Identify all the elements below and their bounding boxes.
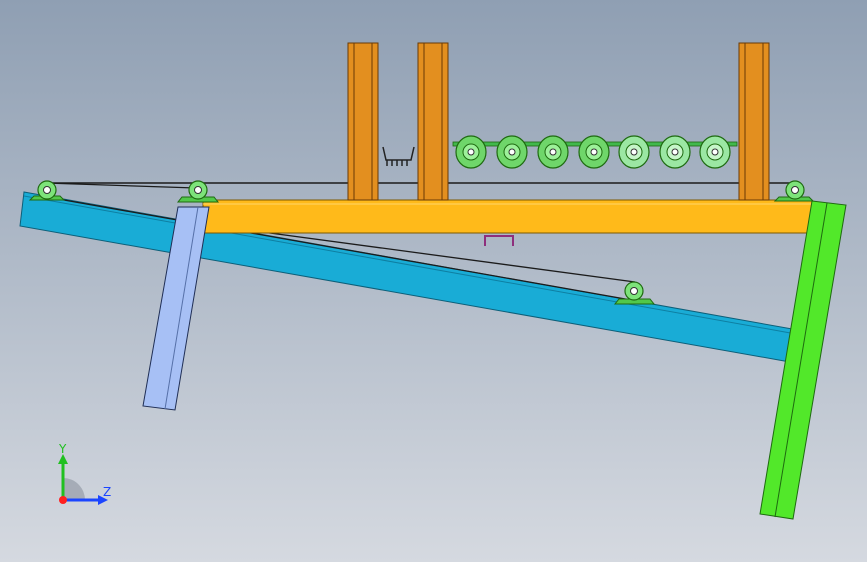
pulley-right-beam[interactable] <box>773 180 815 202</box>
roller-7[interactable] <box>699 135 731 169</box>
horizontal-yellow-beam[interactable] <box>202 199 813 234</box>
lavender-leg-edge <box>164 206 199 410</box>
roller-row[interactable] <box>455 135 731 169</box>
purple-clip[interactable] <box>484 235 514 246</box>
orange-post-3[interactable] <box>738 42 770 201</box>
triad-graphic: Y Z <box>58 442 111 505</box>
orange-post-1[interactable] <box>347 42 379 201</box>
roller-4[interactable] <box>578 135 610 169</box>
orange-post-2[interactable] <box>417 42 449 201</box>
pulley-lower-beam[interactable] <box>613 281 656 305</box>
lavender-support-leg[interactable] <box>142 206 210 411</box>
sloped-blue-beam-edge <box>23 195 797 335</box>
triad-z-label: Z <box>103 485 111 499</box>
roller-1[interactable] <box>455 135 487 169</box>
roller-3[interactable] <box>537 135 569 169</box>
cable-mid-diagonal <box>202 223 636 283</box>
triad-y-label: Y <box>58 442 67 456</box>
roller-5[interactable] <box>618 135 650 169</box>
roller-2[interactable] <box>496 135 528 169</box>
orientation-triad[interactable]: Y Z <box>48 440 118 510</box>
cable-left-diagonal <box>46 196 632 301</box>
cable-left-upper <box>44 182 197 189</box>
green-support-leg[interactable] <box>759 200 847 520</box>
pulley-left-beam[interactable] <box>176 180 220 203</box>
roller-6[interactable] <box>659 135 691 169</box>
green-leg-edge <box>774 202 828 518</box>
comb-bracket[interactable] <box>382 146 415 166</box>
pulley-left-end[interactable] <box>28 180 66 201</box>
